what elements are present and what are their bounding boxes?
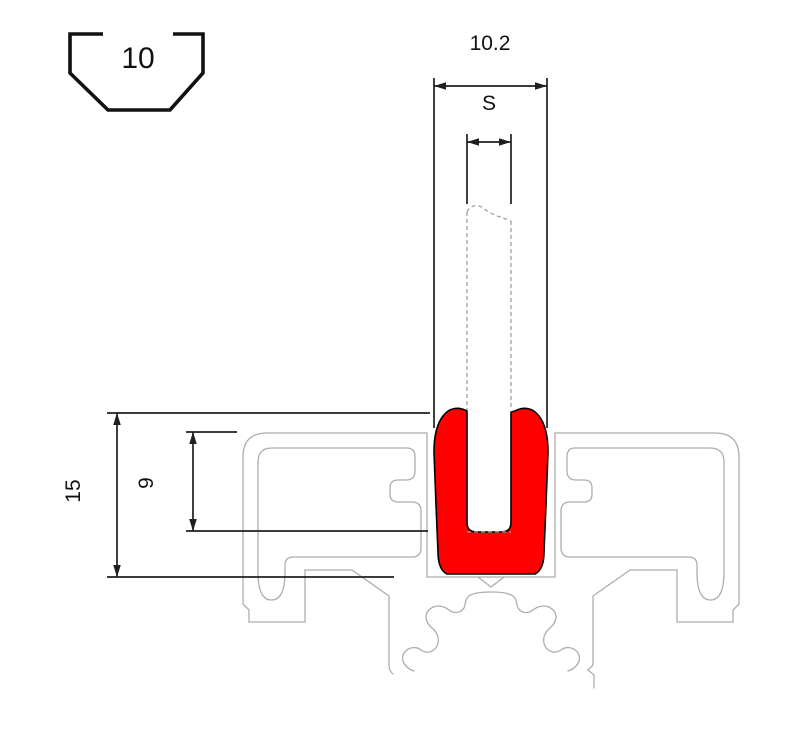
dimension-value: 10.2 [470,32,511,55]
profile-inner-chamber-left [257,447,422,601]
arrowhead-top [113,413,121,425]
arrowhead-bottom [189,519,197,531]
groove-symbol: 10 [68,32,205,112]
gasket-profile [433,407,549,575]
dimension-inner-depth: 9 [135,431,428,532]
panel-break-line [466,205,512,222]
glazing-groove [426,432,556,578]
dimension-value: S [482,92,496,115]
serrated-screw-boss [401,591,581,672]
gasket-group [433,407,549,575]
dimension-value: 9 [135,477,158,489]
profile-outer-left [242,432,428,675]
profile-cross-section [242,432,740,689]
profile-outer-right [554,432,740,689]
dimension-panel-thickness: S [466,92,512,204]
arrowhead-left [467,138,479,146]
dimension-value: 15 [62,479,85,502]
arrowhead-left [434,82,446,90]
groove-size-label: 10 [121,42,154,75]
dimension-gasket-outer-width: 10.2 [433,32,548,428]
arrowhead-top [189,432,197,444]
arrowhead-bottom [113,565,121,577]
groove-v-notch [477,576,505,588]
arrowhead-right [499,138,511,146]
arrowhead-right [535,82,547,90]
profile-inner-chamber-right [560,447,725,601]
panel-outline [466,205,512,533]
dimension-overall-height: 15 [62,412,430,578]
groove-profile-icon [68,32,205,112]
